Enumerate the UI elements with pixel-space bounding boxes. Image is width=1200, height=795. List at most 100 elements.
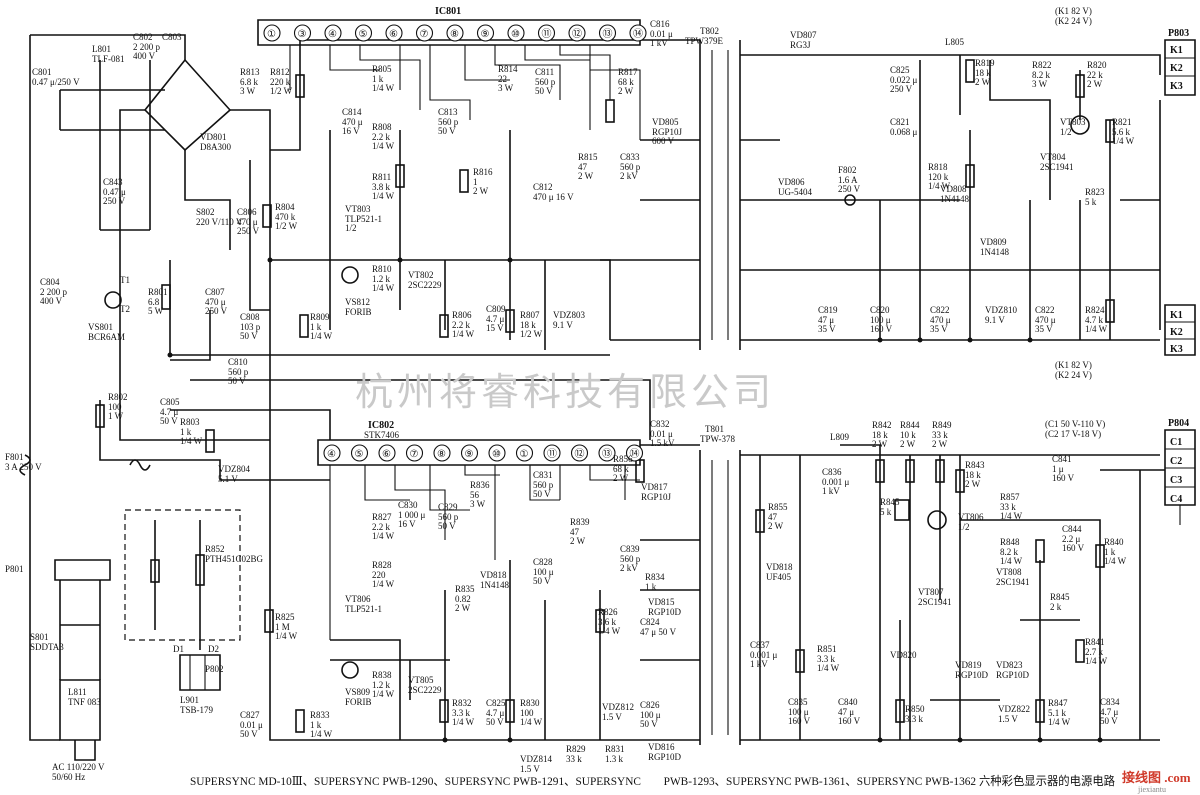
component-value-c824: 47 μ 50 V: [640, 627, 677, 637]
p804-note: (C1 50 V-110 V)(C2 17 V-18 V): [1045, 419, 1105, 439]
component-ref-r842: R842: [872, 420, 892, 430]
component-ref-r850: R850: [905, 704, 925, 714]
component-ref-r840: R840: [1104, 537, 1124, 547]
component-ref-vdz804: VDZ804: [218, 464, 250, 474]
component-value-c840: 47 μ: [838, 707, 854, 717]
component-value-r857: 33 k: [1000, 502, 1016, 512]
component-ref-r847: R847: [1048, 698, 1068, 708]
component-value-r856: 68 k: [613, 464, 629, 474]
ic802-pin-circle: [378, 444, 396, 462]
component-value-r826: 1/4 W: [598, 626, 621, 636]
component-value-r802: 1 W: [108, 411, 124, 421]
component-value-r841: 1/4 W: [1085, 656, 1108, 666]
component-value-c812: 470 μ 16 V: [533, 192, 574, 202]
component-ref-c832: C832: [650, 419, 670, 429]
component-value-c821: 0.068 μ: [890, 127, 918, 137]
component-value-r804: 470 k: [275, 212, 296, 222]
component-value-r841: 2.7 k: [1085, 647, 1104, 657]
p804-note-line-1: (C1 50 V-110 V): [1045, 419, 1105, 429]
ic802-pin-circle: [598, 444, 616, 462]
component-ref-r851: R851: [817, 644, 837, 654]
component-ref-r819: R819: [975, 58, 995, 68]
component-value-vdz814: 1.5 V: [520, 764, 540, 774]
component-ref-vd819: VD819: [955, 660, 982, 670]
component-ref-c840: C840: [838, 697, 858, 707]
component-value-c839: 2 kV: [620, 563, 638, 573]
component-ref-s801: S801: [30, 632, 49, 642]
component-value-c829: 50 V: [438, 521, 456, 531]
ic801-pin-circle: [446, 24, 464, 42]
component-value-c814: 16 V: [342, 126, 360, 136]
caption: SUPERSYNC MD-10Ⅲ、SUPERSYNC PWB-1290、SUPE…: [190, 773, 1115, 788]
component-value-vdz812: 1.5 V: [602, 712, 622, 722]
component-value-c802: 2 200 p: [133, 42, 161, 52]
component-value-vs809: FORIB: [345, 697, 372, 707]
component-value-r830: 1/4 W: [520, 717, 543, 727]
component-value-c844: 160 V: [1062, 543, 1085, 553]
component-value-c822b: 470 μ: [1035, 315, 1056, 325]
component-value-vt804: 2SC1941: [1040, 162, 1074, 172]
component-value-c811: 50 V: [535, 86, 553, 96]
component-ref-c844: C844: [1062, 524, 1082, 534]
ic802-label: IC802: [368, 420, 394, 431]
component-value-c834: 4.7 μ: [1100, 707, 1119, 717]
ic801-pin-circle: [568, 24, 586, 42]
ic801-pin-circle: [385, 24, 403, 42]
component-ref-r844: R844: [900, 420, 920, 430]
p803-note-top-line-1: (K1 82 V): [1055, 6, 1092, 16]
ic801-pin: ⑩: [511, 29, 520, 40]
component-ref-c830: C830: [398, 500, 418, 510]
component-value-r847: 5.1 k: [1048, 708, 1067, 718]
component-value-r828: 1/4 W: [372, 579, 395, 589]
component-value-r834: 1 k: [645, 582, 657, 592]
component-value-r811: 3.8 k: [372, 182, 391, 192]
component-value-c830: 1 000 μ: [398, 510, 426, 520]
component-value-r850: 3.3 k: [905, 714, 924, 724]
component-value-r806: 2.2 k: [452, 320, 471, 330]
component-ref-r829: R829: [566, 744, 586, 754]
component-value-vt806: TLP521-1: [345, 604, 382, 614]
component-value-r824: 1/4 W: [1085, 324, 1108, 334]
site-logo-sub: jiexiantu: [1137, 785, 1166, 794]
component-value-r849: 33 k: [932, 430, 948, 440]
component-ref-vd805: VD805: [652, 117, 679, 127]
component-value-r849: 2 W: [932, 439, 948, 449]
component-ref-r823: R823: [1085, 187, 1105, 197]
component-value-c820: 100 μ: [870, 315, 891, 325]
component-value-r814: 3 W: [498, 83, 514, 93]
component-value-vd823: RGP10D: [996, 670, 1030, 680]
component-ref-r812: R812: [270, 67, 290, 77]
p803-pin-lower: K1: [1170, 310, 1183, 321]
component-ref-c843: C843: [103, 177, 123, 187]
component-value-r809: 1 k: [310, 322, 322, 332]
component-value-c828: 100 μ: [533, 567, 554, 577]
component-ref-c806: C806: [237, 207, 257, 217]
component-ref-c833: C833: [620, 152, 640, 162]
component-value-c808: 50 V: [240, 331, 258, 341]
component-value-c805: 50 V: [160, 416, 178, 426]
component-ref-vt802: VT802: [408, 270, 434, 280]
component-value-vd805: 600 V: [652, 136, 675, 146]
component-ref-vdz814: VDZ814: [520, 754, 552, 764]
component-value-r831: 1.3 k: [605, 754, 624, 764]
t801-model: TPW-378: [700, 434, 735, 444]
component-ref-r817: R817: [618, 67, 638, 77]
component-value-c813: 50 V: [438, 126, 456, 136]
ic802-pin: ⑭: [630, 448, 640, 460]
component-ref-r818: R818: [928, 162, 948, 172]
component-value-c810: 560 p: [228, 367, 249, 377]
component-value-vd817: RGP10J: [641, 492, 672, 502]
component-ref-c810: C810: [228, 357, 248, 367]
component-value-r833: 1 k: [310, 720, 322, 730]
component-value-vd815: RGP10D: [648, 607, 682, 617]
component-value-r827: 1/4 W: [372, 531, 395, 541]
component-value-c822: 470 μ: [930, 315, 951, 325]
ic802-pin: ⑪: [547, 448, 557, 460]
component-ref-r822: R822: [1032, 60, 1052, 70]
component-value-c829: 560 p: [438, 512, 459, 522]
ic801-pin: ⑧: [450, 29, 459, 40]
component-value-c807: 470 μ: [205, 297, 226, 307]
component-value-r823: 5 k: [1085, 197, 1097, 207]
